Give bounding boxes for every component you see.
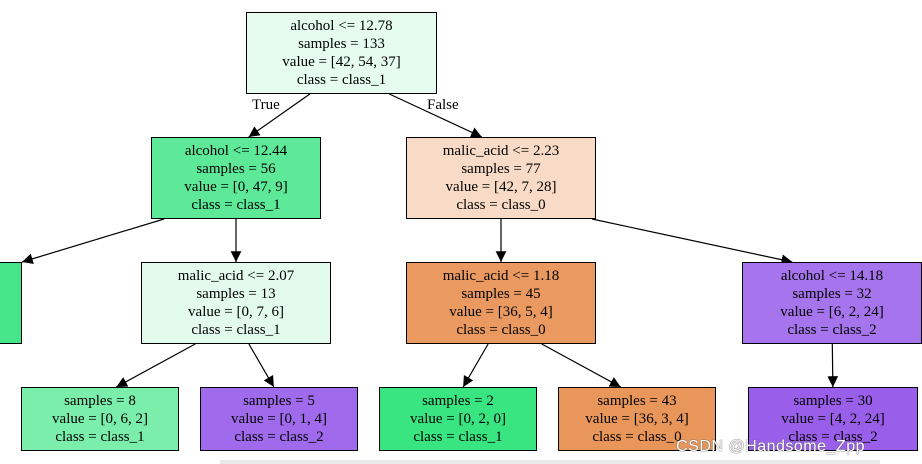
node-line: samples = 2 [422, 393, 494, 409]
node-line: samples = 5 [243, 393, 315, 409]
node-line: samples = 133 [298, 36, 385, 52]
node-line: class = class_1 [191, 322, 281, 338]
tree-edge [462, 343, 489, 388]
tree-leaf-b: samples = 8 value = [0, 6, 2] class = clas… [21, 387, 179, 451]
node-line: value = [0, 2, 0] [410, 411, 506, 427]
node-line: malic_acid <= 2.07 [177, 268, 295, 284]
node-line: class = class_2 [788, 429, 878, 445]
tree-edge [21, 218, 165, 265]
node-line: malic_acid <= 2.23 [442, 143, 560, 159]
tree-node-right-right: alcohol <= 14.18 samples = 32 value = [6, … [742, 262, 922, 344]
edge-label-false: False [427, 97, 459, 113]
node-line: samples = 56 [196, 161, 276, 177]
node-line: samples = 13 [196, 286, 276, 302]
node-line: samples = 77 [461, 161, 541, 177]
node-line: value = [4, 2, 24] [781, 411, 885, 427]
node-line: samples = 30 [793, 393, 873, 409]
tree-edge [541, 343, 621, 388]
node-line: value = [36, 5, 4] [449, 304, 553, 320]
node-line: class = class_2 [234, 429, 324, 445]
node-line: value = [42, 7, 28] [445, 179, 557, 195]
tree-edge [248, 343, 275, 388]
node-line: samples = 43 [597, 393, 677, 409]
tree-node-right-left: malic_acid <= 1.18 samples = 45 value = [3… [406, 262, 596, 344]
node-line: class = class_1 [413, 429, 503, 445]
node-line: alcohol <= 14.18 [780, 268, 884, 284]
node-line: alcohol <= 12.44 [184, 143, 288, 159]
node-line: class = class_1 [191, 197, 281, 213]
tree-edge [827, 343, 839, 388]
node-line: class = class_0 [592, 429, 682, 445]
tree-node-right: malic_acid <= 2.23 samples = 77 value = [4… [406, 137, 596, 219]
node-line: samples = 8 [64, 393, 136, 409]
node-line: class = class_1 [55, 429, 145, 445]
node-line: value = [42, 54, 37] [282, 54, 401, 70]
node-line: value = [0, 7, 6] [188, 304, 284, 320]
tree-node-left: alcohol <= 12.44 samples = 56 value = [0, … [151, 137, 321, 219]
node-line: class = class_2 [787, 322, 877, 338]
tree-edge [116, 343, 196, 388]
tree-edge [248, 93, 311, 138]
decision-tree-diagram: alcohol <= 12.78 samples = 133 value = [42… [0, 12, 922, 464]
tree-edge [591, 218, 793, 266]
tree-leaf-e: samples = 43 value = [36, 3, 4] class = cl… [558, 387, 716, 451]
node-line: malic_acid <= 1.18 [442, 268, 560, 284]
node-line: samples = 45 [461, 286, 541, 302]
node-line: class = class_0 [456, 322, 546, 338]
node-line: class = class_1 [296, 72, 387, 88]
node-line: value = [0, 1, 4] [231, 411, 327, 427]
node-line: samples = 32 [792, 286, 872, 302]
node-line: value = [0, 6, 2] [52, 411, 148, 427]
bottom-rule [220, 460, 880, 464]
tree-node-left-left [0, 262, 22, 344]
node-line: value = [6, 2, 24] [780, 304, 884, 320]
node-line: value = [0, 47, 9] [184, 179, 288, 195]
edge-label-true: True [252, 97, 280, 113]
tree-leaf-c: samples = 5 value = [0, 1, 4] class = clas… [200, 387, 358, 451]
tree-node-left-right: malic_acid <= 2.07 samples = 13 value = [0… [141, 262, 331, 344]
tree-edges [21, 93, 839, 388]
node-line: value = [36, 3, 4] [585, 411, 689, 427]
node-line: alcohol <= 12.78 [290, 18, 393, 34]
tree-leaf-d: samples = 2 value = [0, 2, 0] class = clas… [379, 387, 537, 451]
watermark-text: CSDN @Handsome_Zpp [676, 438, 865, 455]
tree-leaf-f: samples = 30 value = [4, 2, 24] class = cl… [748, 387, 918, 451]
tree-edge [389, 93, 483, 138]
node-line: class = class_0 [456, 197, 546, 213]
tree-node-root: alcohol <= 12.78 samples = 133 value = [42… [246, 12, 437, 94]
